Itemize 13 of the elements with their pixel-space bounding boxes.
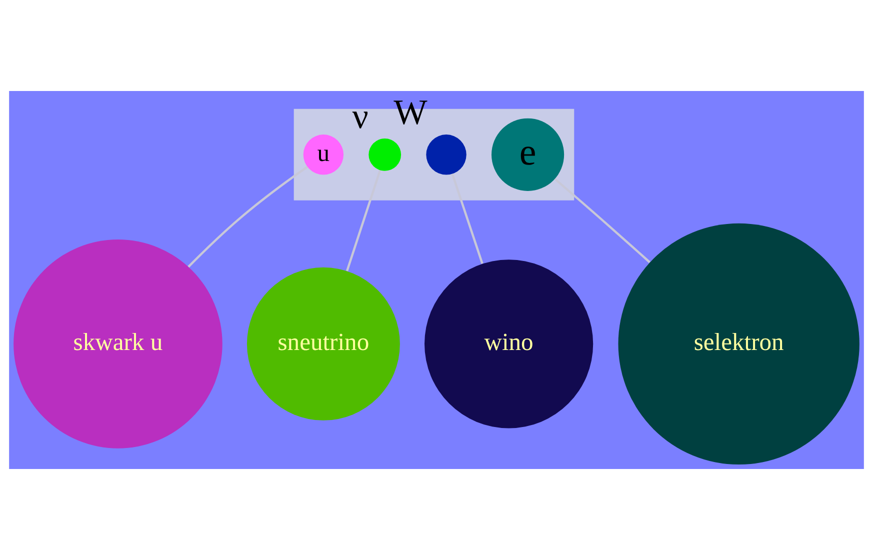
connector	[451, 174, 484, 264]
node-label: W	[394, 92, 428, 132]
node-circle: u	[303, 134, 344, 175]
node-label: ν	[352, 96, 368, 136]
node-circle: wino	[424, 260, 594, 428]
node-circle: sneutrino	[246, 267, 400, 420]
node-circle: skwark u	[14, 240, 222, 448]
node-circle	[426, 134, 466, 175]
connector	[554, 178, 650, 264]
node-circle: e	[492, 118, 564, 191]
node-circle: selektron	[618, 223, 860, 465]
connector	[346, 170, 382, 272]
node-circle	[368, 138, 402, 171]
